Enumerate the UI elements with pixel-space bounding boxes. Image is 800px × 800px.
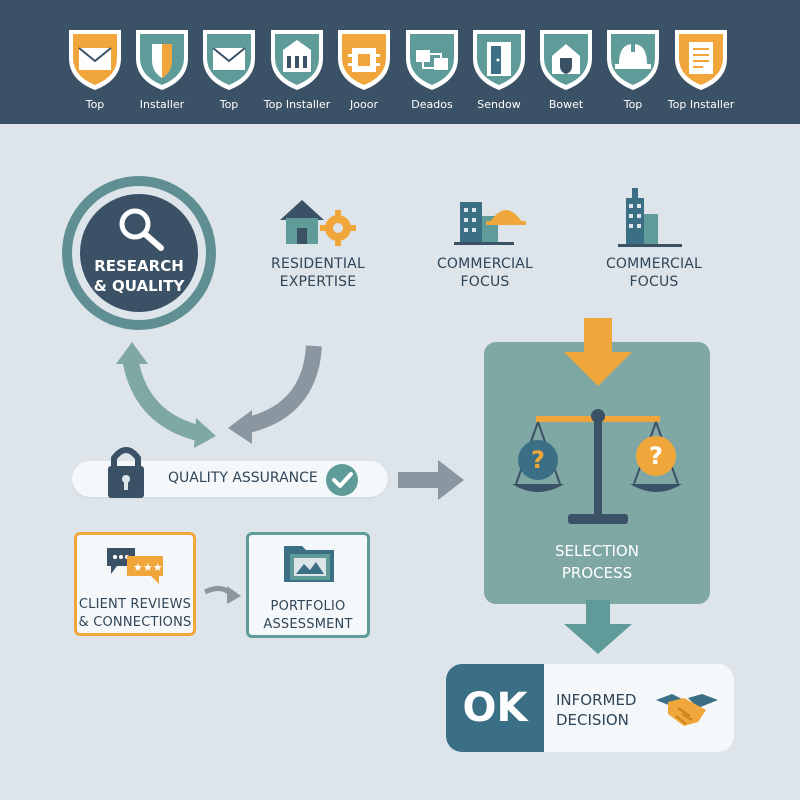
- selection-process-label: SELECTION PROCESS: [555, 542, 639, 582]
- envelope-icon: [203, 30, 255, 90]
- skyscraper-icon: [618, 188, 682, 247]
- portfolio-box: [246, 532, 370, 638]
- photo-folder-icon: [284, 546, 334, 582]
- house-shield-icon: [540, 30, 592, 90]
- badge-0: Top: [59, 24, 131, 114]
- commercial-label-2: COMMERCIAL FOCUS: [605, 256, 703, 290]
- padlock-icon: [108, 447, 144, 498]
- building-icon: [271, 30, 323, 90]
- badge-6: Sendow: [463, 24, 535, 114]
- down-arrow-icon: [564, 318, 632, 386]
- client-reviews-box: [74, 532, 196, 636]
- badge-2: Top: [193, 24, 265, 114]
- badge-9: Top Installer: [665, 24, 737, 114]
- badge-label: Installer: [139, 98, 185, 111]
- badge-3: Top Installer: [261, 24, 333, 114]
- ok-label: OK: [462, 685, 528, 731]
- door-icon: [473, 30, 525, 90]
- badge-label: Jooor: [350, 98, 378, 111]
- badge-label: Top Installer: [667, 98, 735, 111]
- check-icon: [326, 464, 358, 496]
- curved-arrows: [116, 342, 322, 448]
- house-gear-icon: [280, 200, 356, 246]
- residential-label: RESIDENTIAL EXPERTISE: [271, 256, 365, 290]
- research-label: RESEARCH & QUALITY: [93, 257, 185, 295]
- badge-4: Jooor: [328, 24, 400, 114]
- hardhat-icon: [607, 30, 659, 90]
- teal-down-arrow-icon: [564, 600, 632, 654]
- informed-decision-label: INFORMED DECISION: [556, 691, 637, 729]
- badge-label: Top: [85, 98, 105, 111]
- portfolio-label: PORTFOLIO ASSESSMENT: [263, 599, 353, 632]
- badge-label: Top: [623, 98, 643, 111]
- speech-bubbles-icon: ★★★: [107, 548, 163, 584]
- badge-label: Top: [219, 98, 239, 111]
- badge-8: Top: [597, 24, 669, 114]
- chip-icon: [338, 30, 390, 90]
- badge-label: Sendow: [477, 98, 521, 111]
- building-hardhat-icon: [454, 202, 526, 245]
- badge-1: Installer: [126, 24, 198, 114]
- svg-text:?: ?: [531, 446, 545, 474]
- network-icon: [406, 30, 458, 90]
- handshake-icon: [656, 694, 718, 726]
- small-arrow-icon: [203, 586, 241, 604]
- badge-label: Bowet: [548, 98, 584, 111]
- header-band: [0, 0, 800, 124]
- quality-assurance-label: QUALITY ASSURANCE: [168, 470, 318, 486]
- ok-box: [446, 664, 544, 752]
- badge-label: Deados: [411, 98, 453, 111]
- document-icon: [675, 30, 727, 90]
- badge-7: Bowet: [530, 24, 602, 114]
- svg-text:?: ?: [649, 442, 663, 470]
- commercial-label-1: COMMERCIAL FOCUS: [436, 256, 534, 290]
- shield-icon: [136, 30, 188, 90]
- envelope-icon: [69, 30, 121, 90]
- magnifier-icon: [119, 208, 164, 251]
- client-reviews-label: CLIENT REVIEWS & CONNECTIONS: [78, 597, 192, 630]
- balance-scale-icon: ? ?: [512, 409, 682, 524]
- right-arrow-icon: [398, 460, 464, 500]
- badge-label: Top Installer: [263, 98, 331, 111]
- svg-text:★★★: ★★★: [133, 561, 163, 574]
- badge-5: Deados: [396, 24, 468, 114]
- research-circle: [62, 176, 216, 330]
